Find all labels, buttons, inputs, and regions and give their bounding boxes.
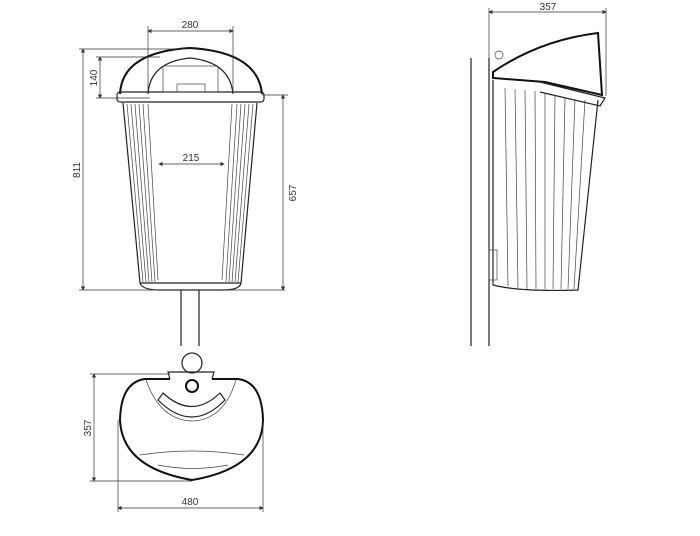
dim-top-width: 480	[182, 497, 199, 508]
front-view: 280 140 811 215 657	[72, 20, 299, 346]
front-lid	[119, 46, 263, 95]
side-body	[492, 80, 599, 292]
dim-side-depth: 357	[540, 2, 557, 13]
dim-top-depth: 357	[83, 419, 94, 436]
pole-top	[181, 352, 203, 374]
top-view: 357 480	[83, 352, 265, 512]
dim-body-height: 657	[288, 184, 299, 201]
side-lid	[492, 31, 604, 97]
dim-lid-width: 280	[182, 20, 199, 31]
dim-total-height: 811	[72, 162, 83, 178]
dim-opening-width: 215	[183, 153, 200, 164]
side-view: 357	[470, 2, 607, 346]
top-outline	[118, 378, 265, 482]
dim-lid-height: 140	[89, 69, 100, 86]
front-body	[122, 102, 258, 284]
